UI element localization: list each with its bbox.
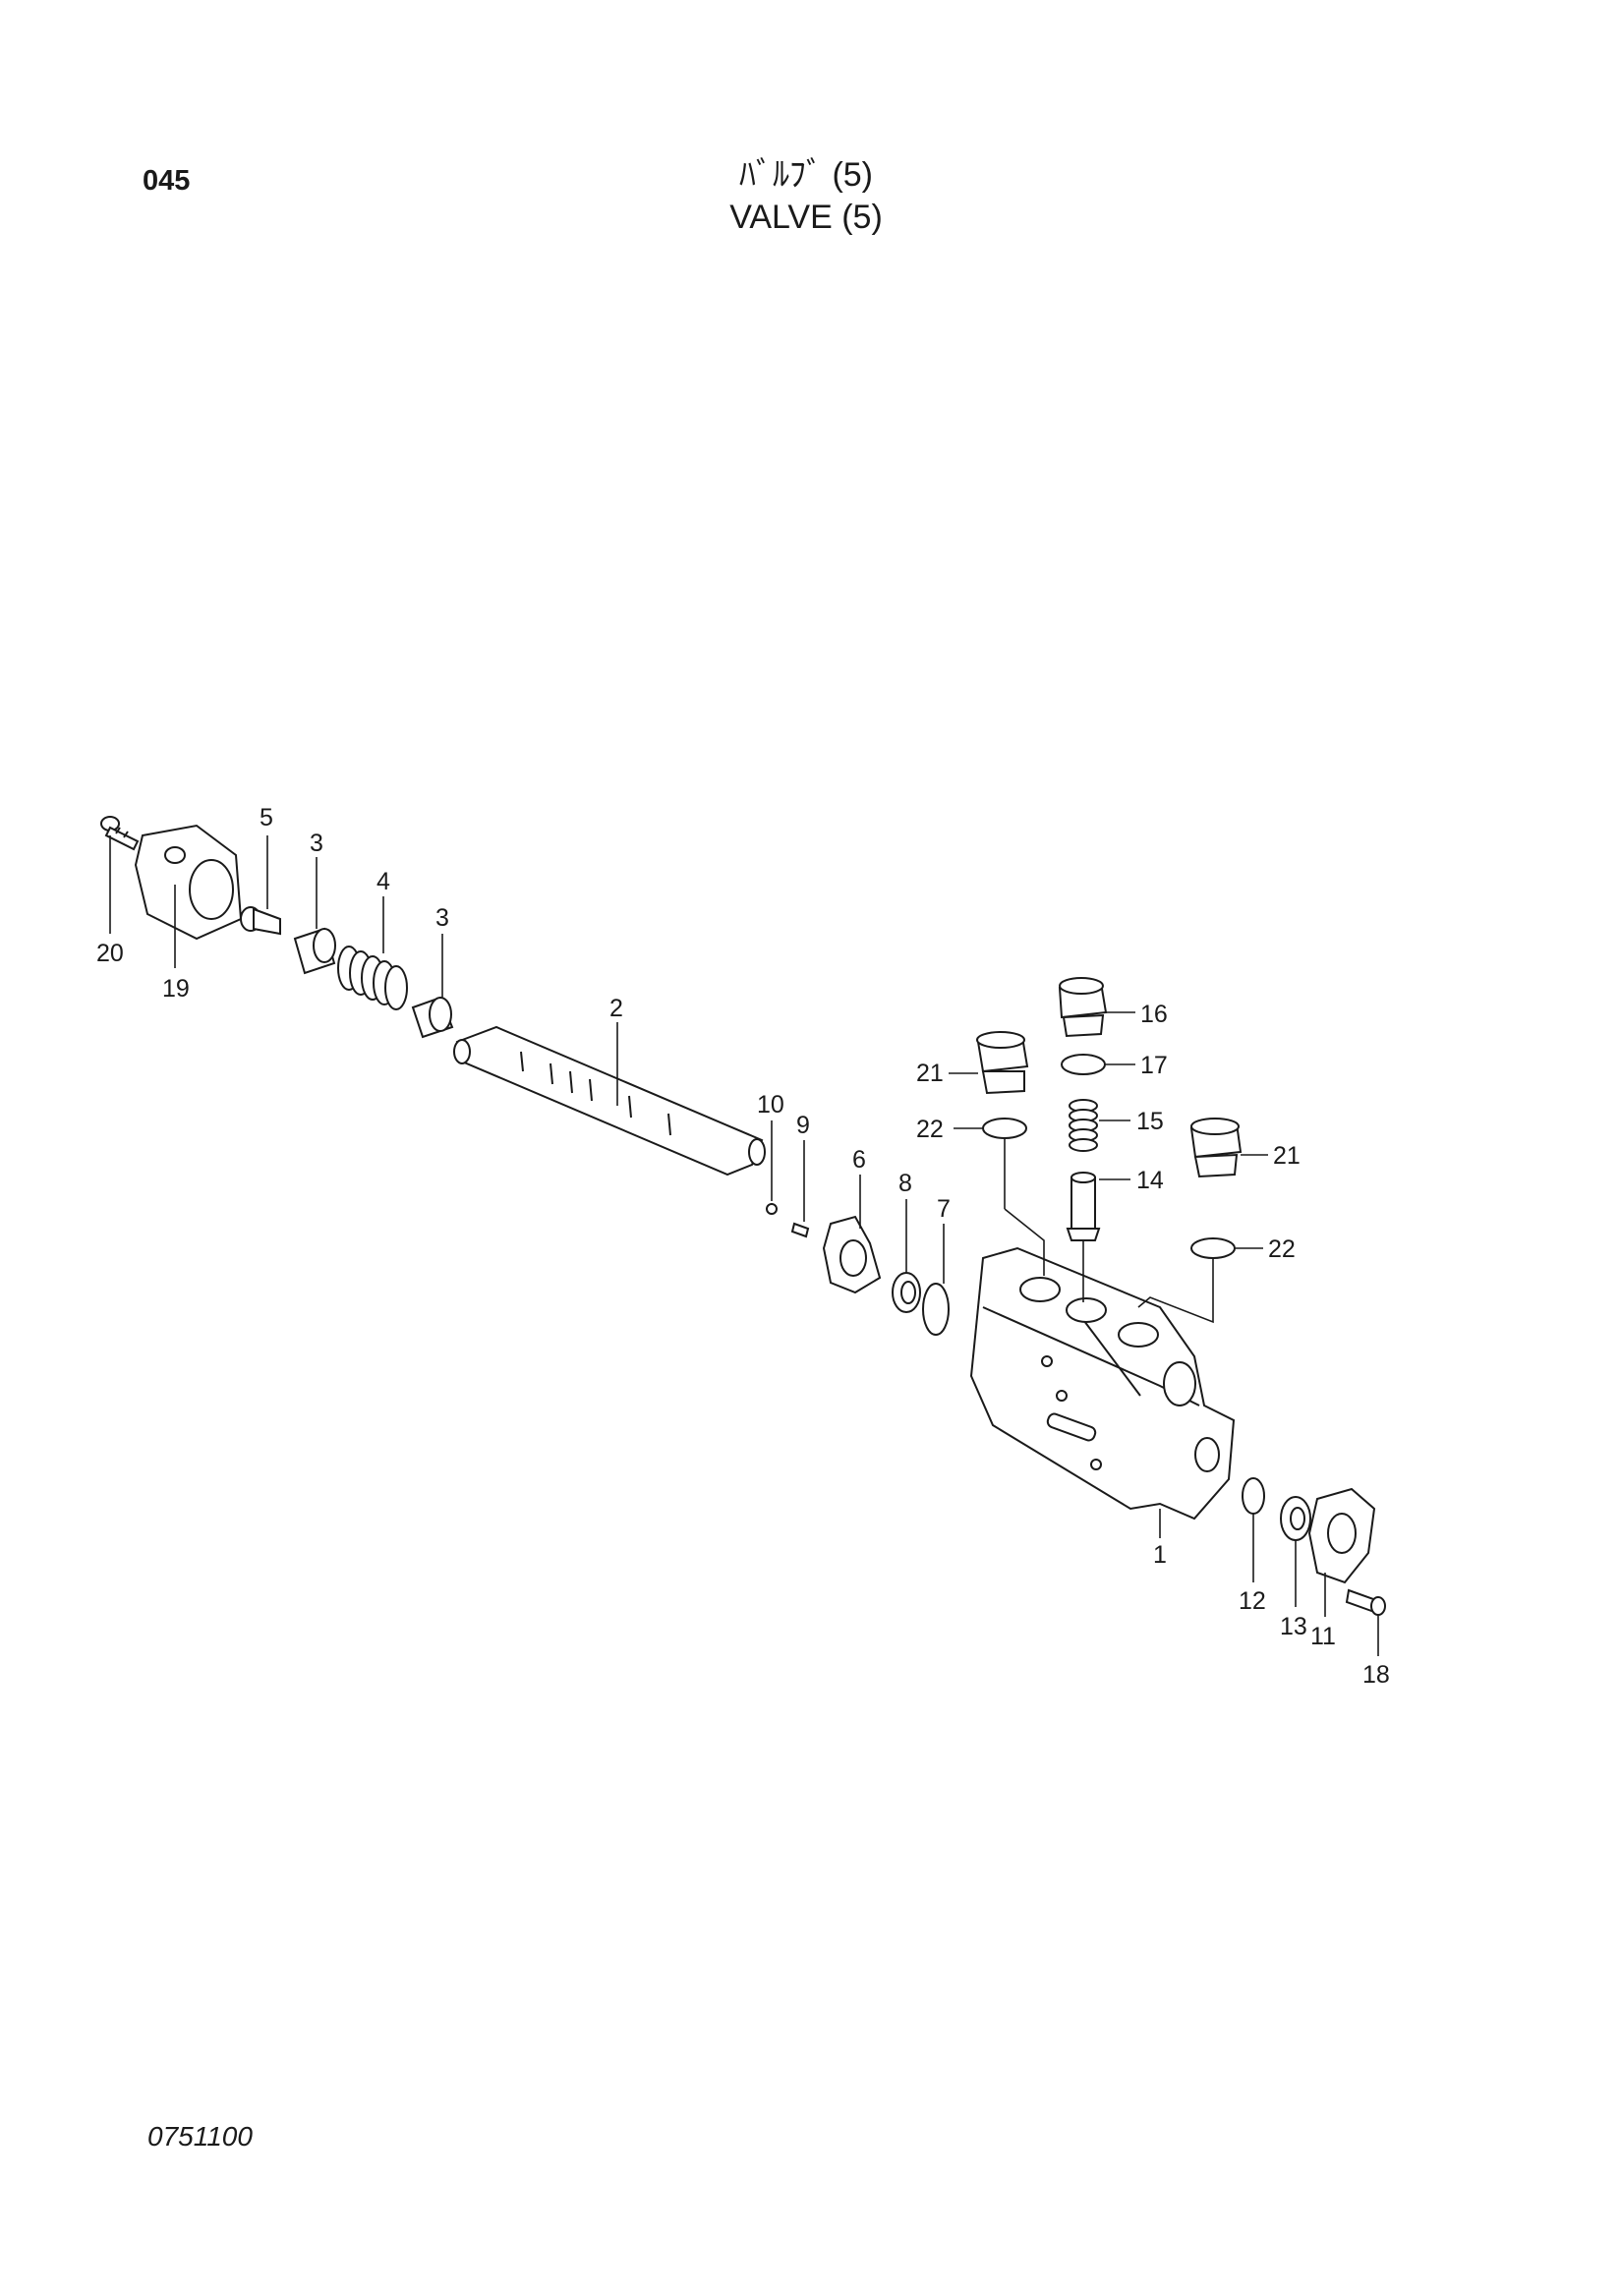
drawing-code: 0751100 — [147, 2121, 253, 2152]
callout-19: 19 — [162, 975, 190, 1003]
callout-15: 15 — [1136, 1108, 1164, 1135]
part-6-plate — [822, 1215, 882, 1294]
callout-20: 20 — [96, 940, 124, 967]
part-18-bolt — [1345, 1588, 1386, 1616]
callout-11: 11 — [1310, 1623, 1336, 1650]
part-21-plug-right — [1189, 1118, 1243, 1178]
callout-21b: 21 — [1273, 1142, 1301, 1170]
part-11-plate — [1307, 1487, 1376, 1584]
callout-3a: 3 — [310, 830, 323, 857]
callout-5: 5 — [260, 804, 273, 832]
callout-13: 13 — [1280, 1613, 1307, 1640]
callout-22a: 22 — [916, 1116, 944, 1143]
callout-6: 6 — [852, 1146, 866, 1174]
part-17-o-ring — [1061, 1054, 1106, 1075]
callout-7: 7 — [937, 1195, 951, 1223]
callout-14: 14 — [1136, 1167, 1164, 1194]
part-16-plug — [1058, 977, 1108, 1038]
callout-3b: 3 — [435, 904, 449, 932]
leader-22a-bend — [1004, 1208, 1045, 1276]
callout-10: 10 — [757, 1091, 784, 1119]
part-9-pin — [790, 1222, 810, 1238]
part-22-o-ring-left — [982, 1118, 1027, 1139]
part-5-plug — [240, 906, 281, 936]
part-3-spring-seat-right — [411, 996, 454, 1039]
callout-8: 8 — [898, 1170, 912, 1197]
part-13-seal — [1280, 1496, 1311, 1541]
part-22-o-ring-right — [1190, 1237, 1236, 1259]
callout-18: 18 — [1362, 1661, 1390, 1689]
callout-9: 9 — [796, 1112, 810, 1139]
callout-16: 16 — [1140, 1001, 1168, 1028]
title-english: VALVE (5) — [729, 199, 883, 236]
part-3-spring-seat-left — [293, 927, 336, 975]
callout-21a: 21 — [916, 1060, 944, 1087]
part-20-bolt — [100, 816, 140, 851]
callout-4: 4 — [376, 868, 390, 895]
page-number: 045 — [143, 165, 191, 197]
part-1-valve-housing — [969, 1246, 1236, 1521]
part-10-ball — [766, 1203, 778, 1215]
part-19-cover — [134, 824, 243, 941]
callout-1: 1 — [1153, 1541, 1167, 1569]
part-21-plug-left — [976, 1031, 1029, 1095]
part-12-o-ring — [1242, 1477, 1265, 1515]
part-7-o-ring — [922, 1283, 950, 1336]
title-japanese: ﾊﾞﾙﾌﾞ (5) — [739, 156, 873, 194]
callout-17: 17 — [1140, 1052, 1168, 1079]
part-8-seal — [892, 1272, 921, 1313]
part-4-spring — [337, 946, 408, 1010]
callout-12: 12 — [1239, 1587, 1266, 1615]
part-2-spool — [453, 1025, 766, 1177]
callout-2: 2 — [609, 995, 623, 1022]
callout-22b: 22 — [1268, 1235, 1296, 1263]
part-15-spring — [1069, 1099, 1098, 1152]
leader-22b-bend — [1137, 1258, 1214, 1324]
part-14-poppet — [1066, 1172, 1101, 1241]
